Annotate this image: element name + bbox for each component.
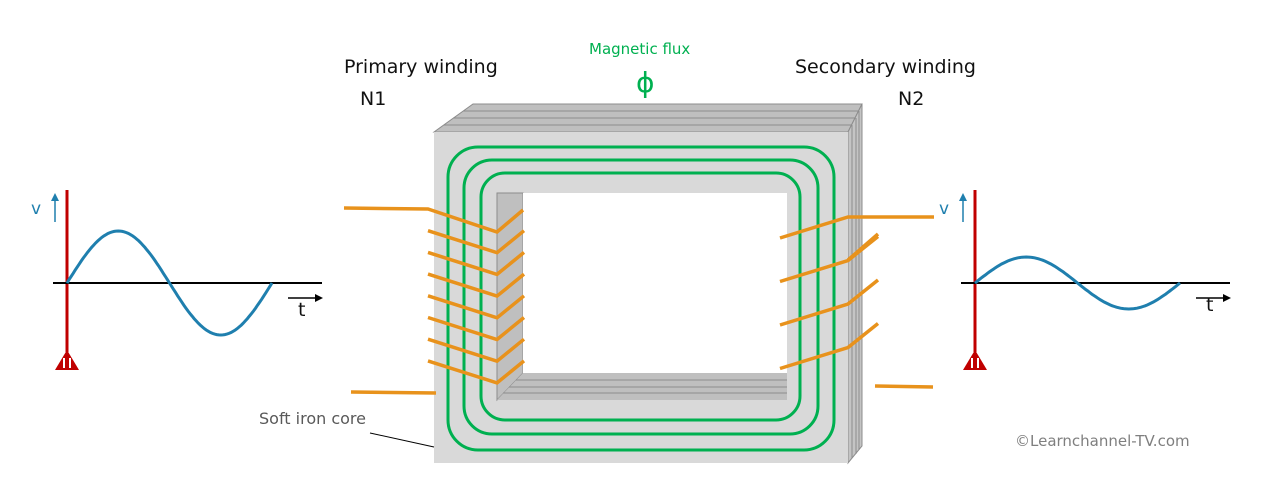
primary-v-axis-label: v xyxy=(31,199,42,219)
probe-marker-icon xyxy=(963,350,987,370)
v-arrow-head-icon xyxy=(51,193,59,201)
primary-t-axis-label: t xyxy=(298,299,306,321)
flux-loops xyxy=(446,145,836,452)
primary-voltage-graph xyxy=(51,190,323,370)
primary-turns-label: N1 xyxy=(360,88,387,110)
core-window xyxy=(523,193,787,373)
primary-lead-in xyxy=(343,206,525,234)
core-right-face xyxy=(847,103,863,465)
voltage-waveform xyxy=(974,255,1181,311)
primary-turn xyxy=(427,359,526,385)
primary-lead-out xyxy=(350,390,437,395)
secondary-v-axis-label: v xyxy=(939,199,950,219)
flux-loop xyxy=(462,158,820,436)
secondary-winding xyxy=(779,215,934,389)
primary-turn xyxy=(427,229,526,255)
primary-turn xyxy=(427,315,526,342)
voltage-waveform xyxy=(65,229,274,337)
secondary-winding-label: Secondary winding xyxy=(795,56,976,78)
v-arrow-head-icon xyxy=(959,193,967,201)
flux-loop xyxy=(479,171,802,422)
window-left-wall xyxy=(496,192,524,402)
primary-turn xyxy=(427,272,526,299)
secondary-voltage-graph xyxy=(959,190,1231,370)
secondary-turn xyxy=(779,278,880,327)
magnetic-flux-label: Magnetic flux xyxy=(589,40,691,58)
copyright-label: ©Learnchannel-TV.com xyxy=(1015,432,1190,450)
secondary-t-axis-label: t xyxy=(1206,294,1214,316)
flux-symbol: ϕ xyxy=(636,66,655,99)
secondary-turns-label: N2 xyxy=(898,88,925,110)
secondary-lead-in xyxy=(779,215,934,240)
probe-marker-icon xyxy=(55,350,79,370)
secondary-lead-out xyxy=(874,384,934,389)
secondary-turn-back xyxy=(846,232,880,262)
t-arrow-head-icon xyxy=(1223,294,1231,302)
t-arrow-head-icon xyxy=(315,294,323,302)
core-pointer-line xyxy=(369,432,435,448)
primary-winding xyxy=(343,206,526,395)
primary-winding-label: Primary winding xyxy=(344,56,498,78)
primary-turn xyxy=(427,337,526,364)
primary-turn xyxy=(427,294,526,320)
flux-loop xyxy=(446,145,836,452)
core-note-label: Soft iron core xyxy=(259,409,366,428)
primary-turn xyxy=(427,250,526,277)
secondary-turn xyxy=(779,322,880,371)
